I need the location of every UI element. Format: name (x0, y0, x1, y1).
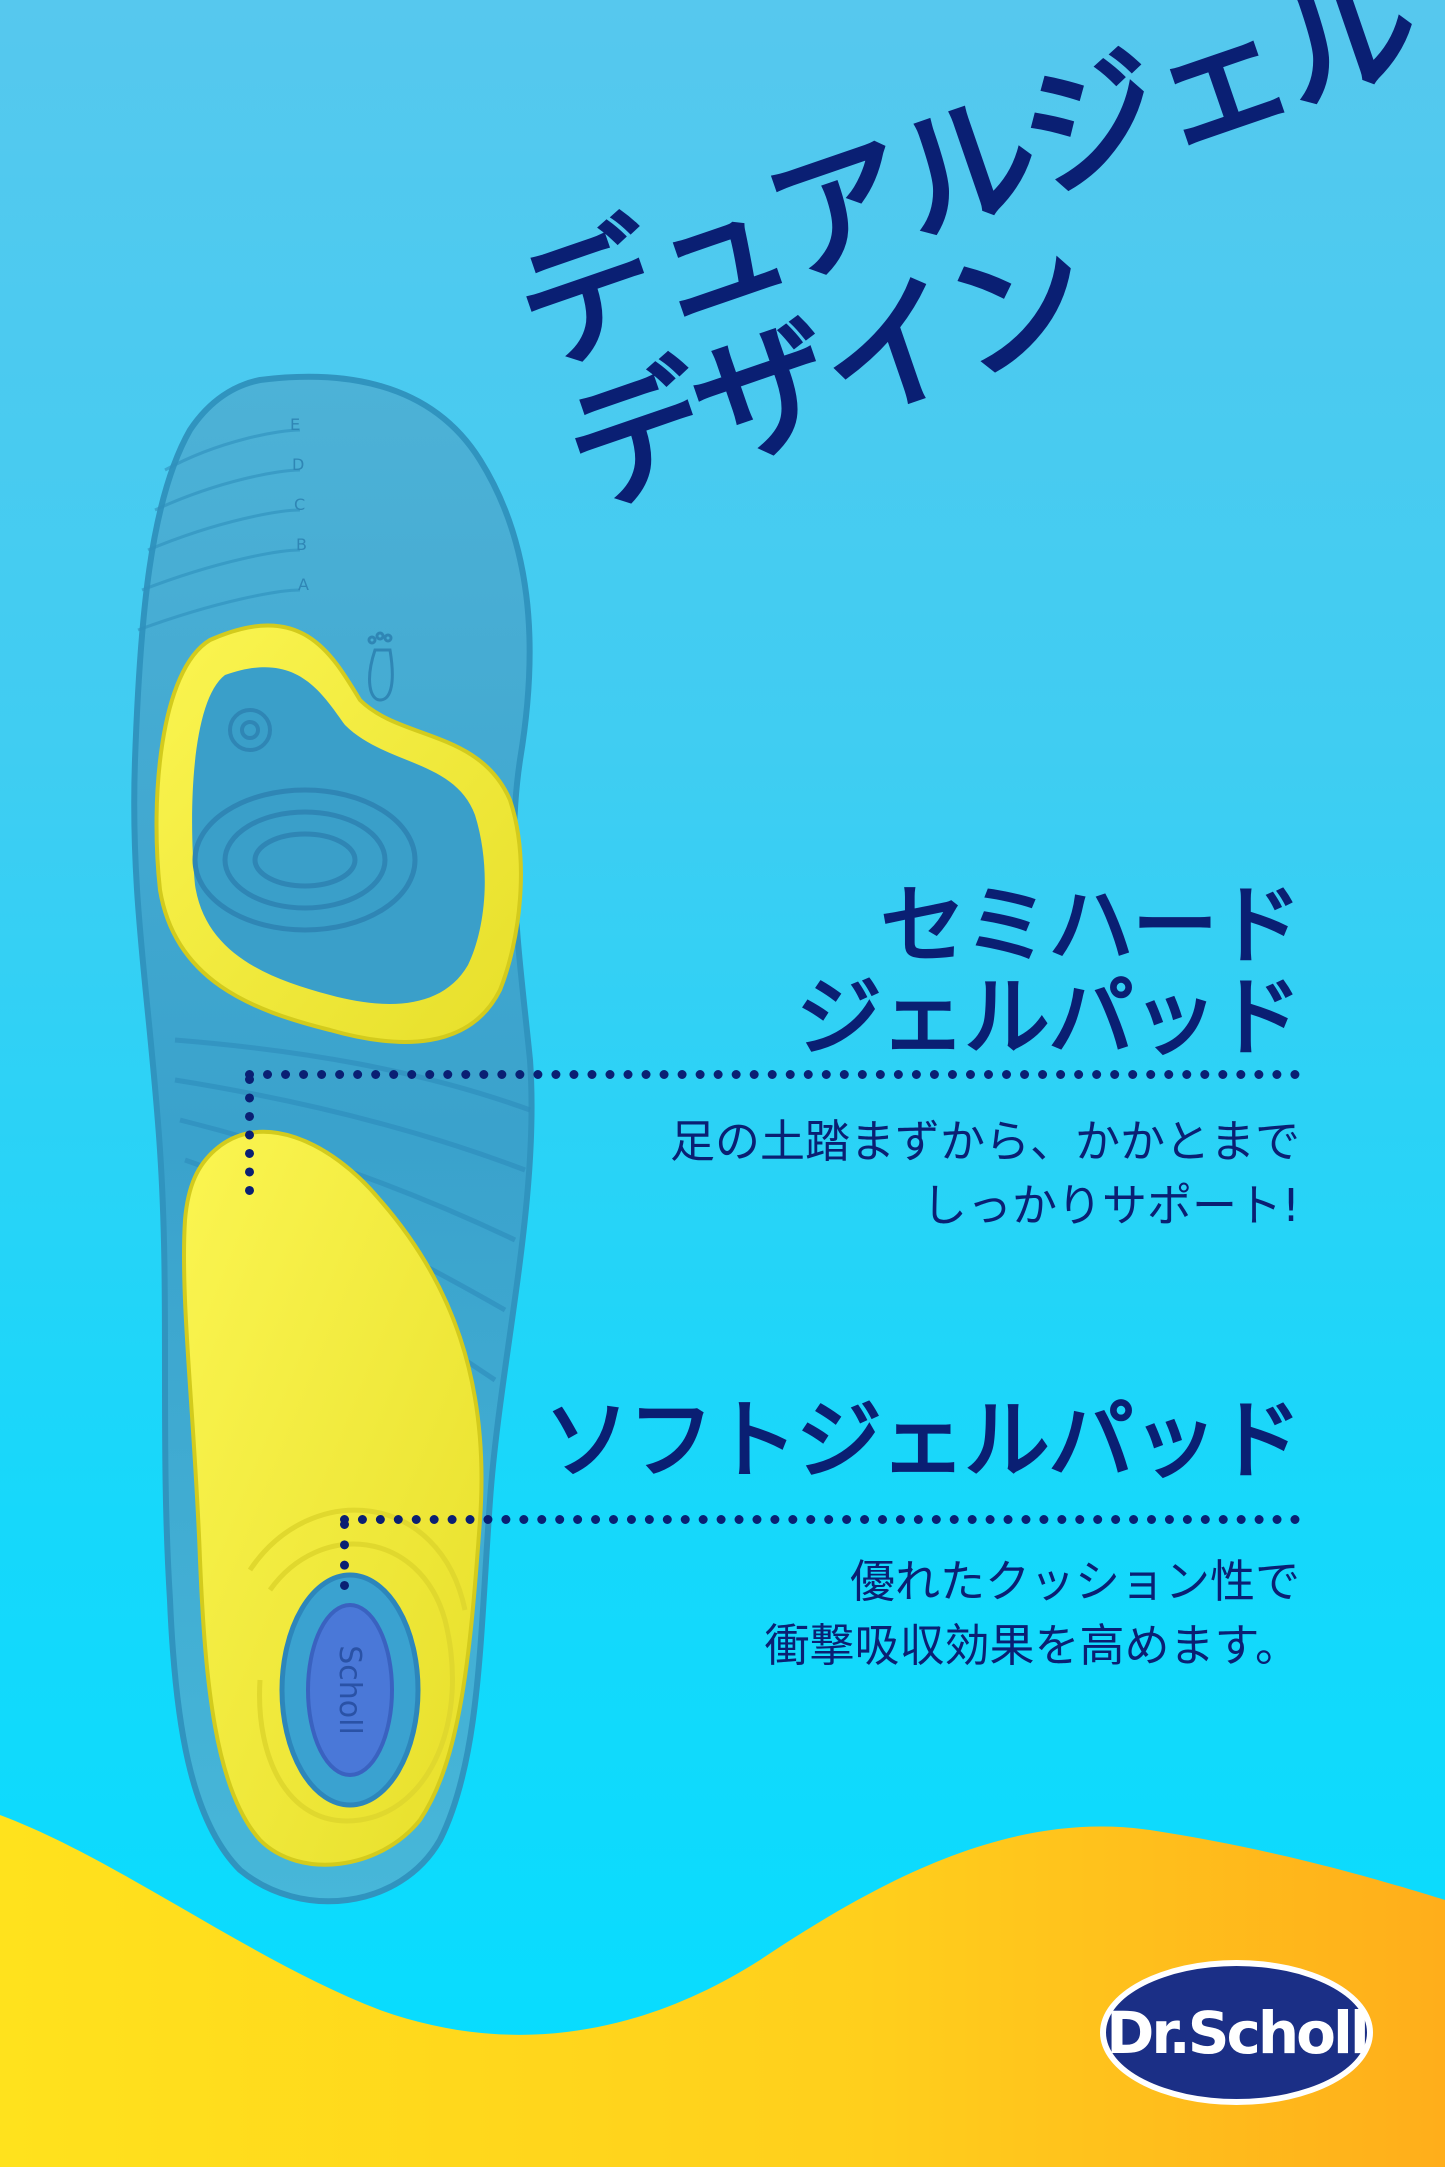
soft-description: 優れたクッション性で 衝撃吸収効果を高めます。 (764, 1550, 1300, 1678)
soft-desc-line2: 衝撃吸収効果を高めます。 (764, 1619, 1300, 1672)
semi-hard-title-line2: ジェルパッド (796, 968, 1302, 1068)
insole-brand-mark: Scholl (332, 1645, 367, 1735)
soft-leader-vertical (340, 1520, 349, 1590)
foot-icon (367, 631, 394, 702)
semi-hard-title-line1: セミハード (880, 876, 1302, 976)
size-mark-e: E (290, 415, 300, 434)
logo-text: Dr.Scholl (1106, 1998, 1370, 2067)
soft-desc-line1: 優れたクッション性で (849, 1555, 1300, 1608)
dr-scholl-logo: Dr.Scholl (1100, 1960, 1373, 2105)
soft-title: ソフトジェルパッド (544, 1391, 1302, 1491)
size-mark-a: A (298, 575, 309, 594)
size-mark-c: C (294, 495, 305, 514)
semi-hard-desc-line1: 足の土踏まずから、かかとまで (669, 1115, 1300, 1168)
semi-hard-leader-horizontal (245, 1070, 1300, 1079)
semi-hard-desc-line2: しっかりサポート! (921, 1179, 1300, 1232)
soft-leader-horizontal (340, 1515, 1300, 1524)
soft-title-line: ソフトジェルパッド (544, 1391, 1302, 1491)
size-mark-b: B (296, 535, 307, 554)
semi-hard-description: 足の土踏まずから、かかとまで しっかりサポート! (670, 1110, 1300, 1238)
semi-hard-leader-vertical (245, 1075, 254, 1195)
semi-hard-title: セミハード ジェルパッド (796, 876, 1302, 1068)
size-mark-d: D (292, 455, 304, 474)
